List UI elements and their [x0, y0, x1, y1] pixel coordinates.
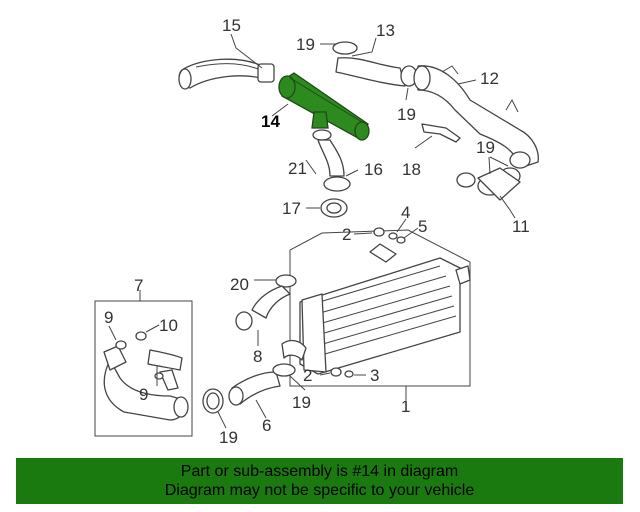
- part-11-hose[interactable]: [456, 151, 531, 201]
- callout-16[interactable]: 16: [364, 160, 383, 179]
- fastener-9-upper[interactable]: [115, 340, 127, 350]
- part-14-pipe[interactable]: [278, 72, 370, 141]
- banner-line-2: Diagram may not be specific to your vehi…: [164, 482, 475, 499]
- callout-15[interactable]: 15: [222, 16, 241, 35]
- callout-21[interactable]: 21: [288, 159, 307, 178]
- part-18-bracket[interactable]: [421, 123, 461, 143]
- leader-lines: [108, 33, 516, 429]
- fastener-9-lower[interactable]: [154, 372, 164, 380]
- callout-19-right[interactable]: 19: [476, 138, 495, 157]
- fastener-2-lower[interactable]: [330, 367, 342, 377]
- part-15-hose[interactable]: [178, 58, 275, 90]
- part-13-pipe[interactable]: [332, 41, 418, 87]
- fastener-5[interactable]: [396, 236, 406, 244]
- callout-13[interactable]: 13: [376, 21, 395, 40]
- fastener-3[interactable]: [344, 370, 354, 378]
- callout-5[interactable]: 5: [418, 217, 427, 236]
- clamp-19-lower-left[interactable]: [202, 388, 224, 414]
- callout-9-upper[interactable]: 9: [104, 308, 113, 327]
- callout-2-lower[interactable]: 2: [303, 366, 312, 385]
- callout-9-lower[interactable]: 9: [139, 385, 148, 404]
- callout-11[interactable]: 11: [512, 217, 530, 236]
- fastener-10[interactable]: [135, 331, 147, 341]
- parts-diagram: 15 19 13 12 19 14 21 16 18 19 11 17 2 4 …: [94, 16, 539, 447]
- callout-8[interactable]: 8: [253, 347, 262, 366]
- part-1-intercooler-group: [289, 229, 471, 387]
- callout-2-upper[interactable]: 2: [342, 225, 351, 244]
- fastener-2-upper[interactable]: [373, 227, 385, 237]
- callout-7[interactable]: 7: [134, 276, 143, 295]
- part-12-pipe[interactable]: [413, 65, 539, 169]
- part-16-hose[interactable]: [312, 129, 351, 192]
- callout-4[interactable]: 4: [401, 203, 410, 222]
- callout-10[interactable]: 10: [159, 316, 178, 335]
- callout-12[interactable]: 12: [480, 69, 499, 88]
- callout-19-lower-left[interactable]: 19: [219, 428, 238, 447]
- info-banner: Part or sub-assembly is #14 in diagram D…: [16, 458, 623, 504]
- part-7-group-box: [94, 300, 193, 437]
- part-7-pipe-assembly[interactable]: [103, 345, 189, 421]
- fastener-4[interactable]: [388, 232, 398, 240]
- callout-19-mid[interactable]: 19: [397, 105, 416, 124]
- callout-1[interactable]: 1: [401, 397, 410, 416]
- callout-14[interactable]: 14: [261, 112, 280, 131]
- part-8-hose[interactable]: [235, 285, 291, 331]
- callout-6[interactable]: 6: [262, 416, 271, 435]
- callout-19-lower-mid[interactable]: 19: [292, 393, 311, 412]
- callout-17[interactable]: 17: [282, 199, 301, 218]
- part-17-clamp[interactable]: [320, 198, 348, 218]
- callout-19-top[interactable]: 19: [296, 35, 315, 54]
- part-6-hose[interactable]: [228, 371, 281, 406]
- part-1-intercooler[interactable]: [281, 243, 471, 375]
- callout-3[interactable]: 3: [370, 366, 379, 385]
- part-20-clamp[interactable]: [275, 274, 297, 288]
- callout-18[interactable]: 18: [402, 160, 421, 179]
- clamp-19-lower-mid[interactable]: [272, 363, 296, 377]
- callout-20[interactable]: 20: [230, 275, 249, 294]
- banner-line-1: Part or sub-assembly is #14 in diagram: [180, 463, 459, 480]
